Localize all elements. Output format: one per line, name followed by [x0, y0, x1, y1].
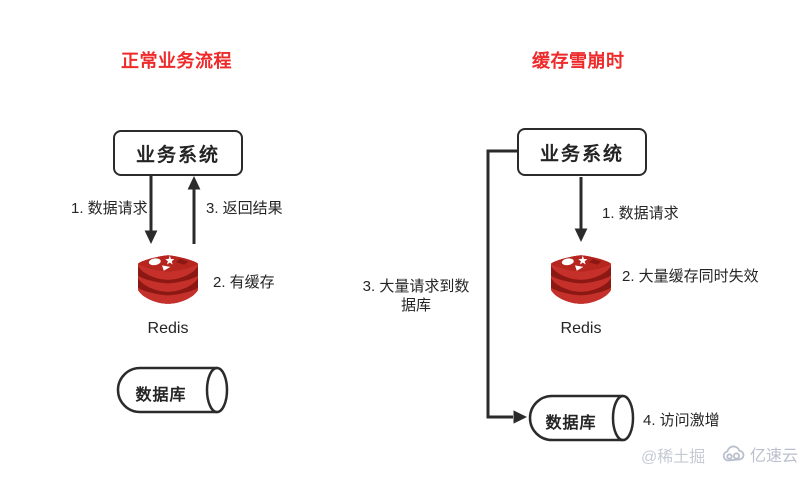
right-database-label: 数据库 [545, 415, 597, 432]
right-redis-label: Redis [560, 320, 602, 337]
right-request-arrowhead [574, 228, 588, 242]
right-bypass-arrowhead [513, 410, 527, 424]
redis-logo-icon [138, 255, 198, 304]
left-flow-title: 正常业务流程 [121, 51, 232, 71]
right-system-box-label: 业务系统 [539, 143, 624, 165]
brand-watermark-text: 亿速云 [750, 448, 799, 465]
right-flow-title: 缓存雪崩时 [532, 51, 625, 71]
left-step2-label: 2. 有缓存 [213, 274, 275, 291]
right-step3-line1: 3. 大量请求到数 [362, 278, 470, 295]
left-request-arrowhead [144, 230, 158, 244]
brand-watermark: 亿速云 [721, 442, 798, 466]
left-system-box: 业务系统 [113, 130, 243, 176]
right-step4-label: 4. 访问激增 [643, 412, 720, 429]
right-bypass-line [486, 149, 517, 419]
left-step3-label: 3. 返回结果 [206, 200, 283, 217]
left-system-box-label: 业务系统 [135, 144, 220, 166]
right-step1-label: 1. 数据请求 [602, 205, 679, 222]
left-database-label: 数据库 [135, 387, 187, 404]
left-step1-label: 1. 数据请求 [71, 200, 148, 217]
right-step3-line2: 据库 [400, 297, 431, 314]
author-watermark: @稀土掘 [641, 443, 705, 467]
left-return-arrowhead [187, 176, 201, 190]
left-redis-label: Redis [147, 320, 189, 337]
right-step2-label: 2. 大量缓存同时失效 [622, 268, 759, 285]
redis-logo-icon [551, 255, 611, 304]
right-database-cylinder [528, 394, 635, 442]
right-system-box: 业务系统 [517, 128, 647, 176]
right-step3-label: 3. 大量请求到数 据库 [352, 277, 480, 315]
left-database-cylinder [116, 366, 229, 414]
author-watermark-text: @稀土掘 [641, 449, 706, 466]
cloud-logo-icon [722, 445, 745, 462]
